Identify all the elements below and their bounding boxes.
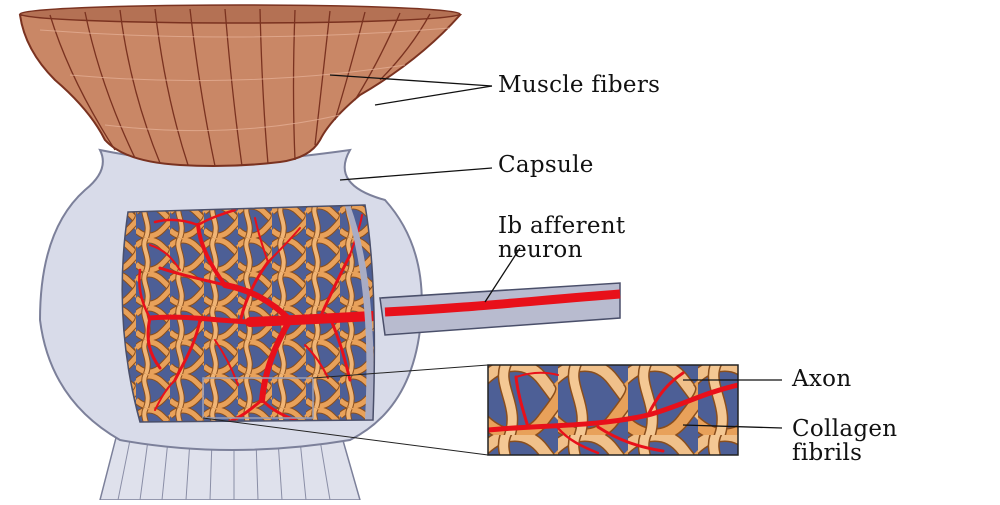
capsule-cutaway-window [121,204,376,423]
label-axon: Axon [792,366,852,392]
label-capsule: Capsule [498,152,594,178]
label-muscle-fibers: Muscle fibers [498,72,661,98]
muscle-fibers [18,4,463,167]
magnifier-connector-lines [202,364,489,456]
label-collagen-line1: Collagen [792,416,898,442]
label-collagen-line2: fibrils [792,440,863,466]
label-afferent-line2: neuron [498,237,583,263]
label-afferent-line1: Ib afferent [498,213,626,239]
afferent-nerve [379,282,621,336]
enlarged-inset [487,364,739,456]
leader-lines [329,74,783,429]
magnifier-source-box [202,377,314,419]
